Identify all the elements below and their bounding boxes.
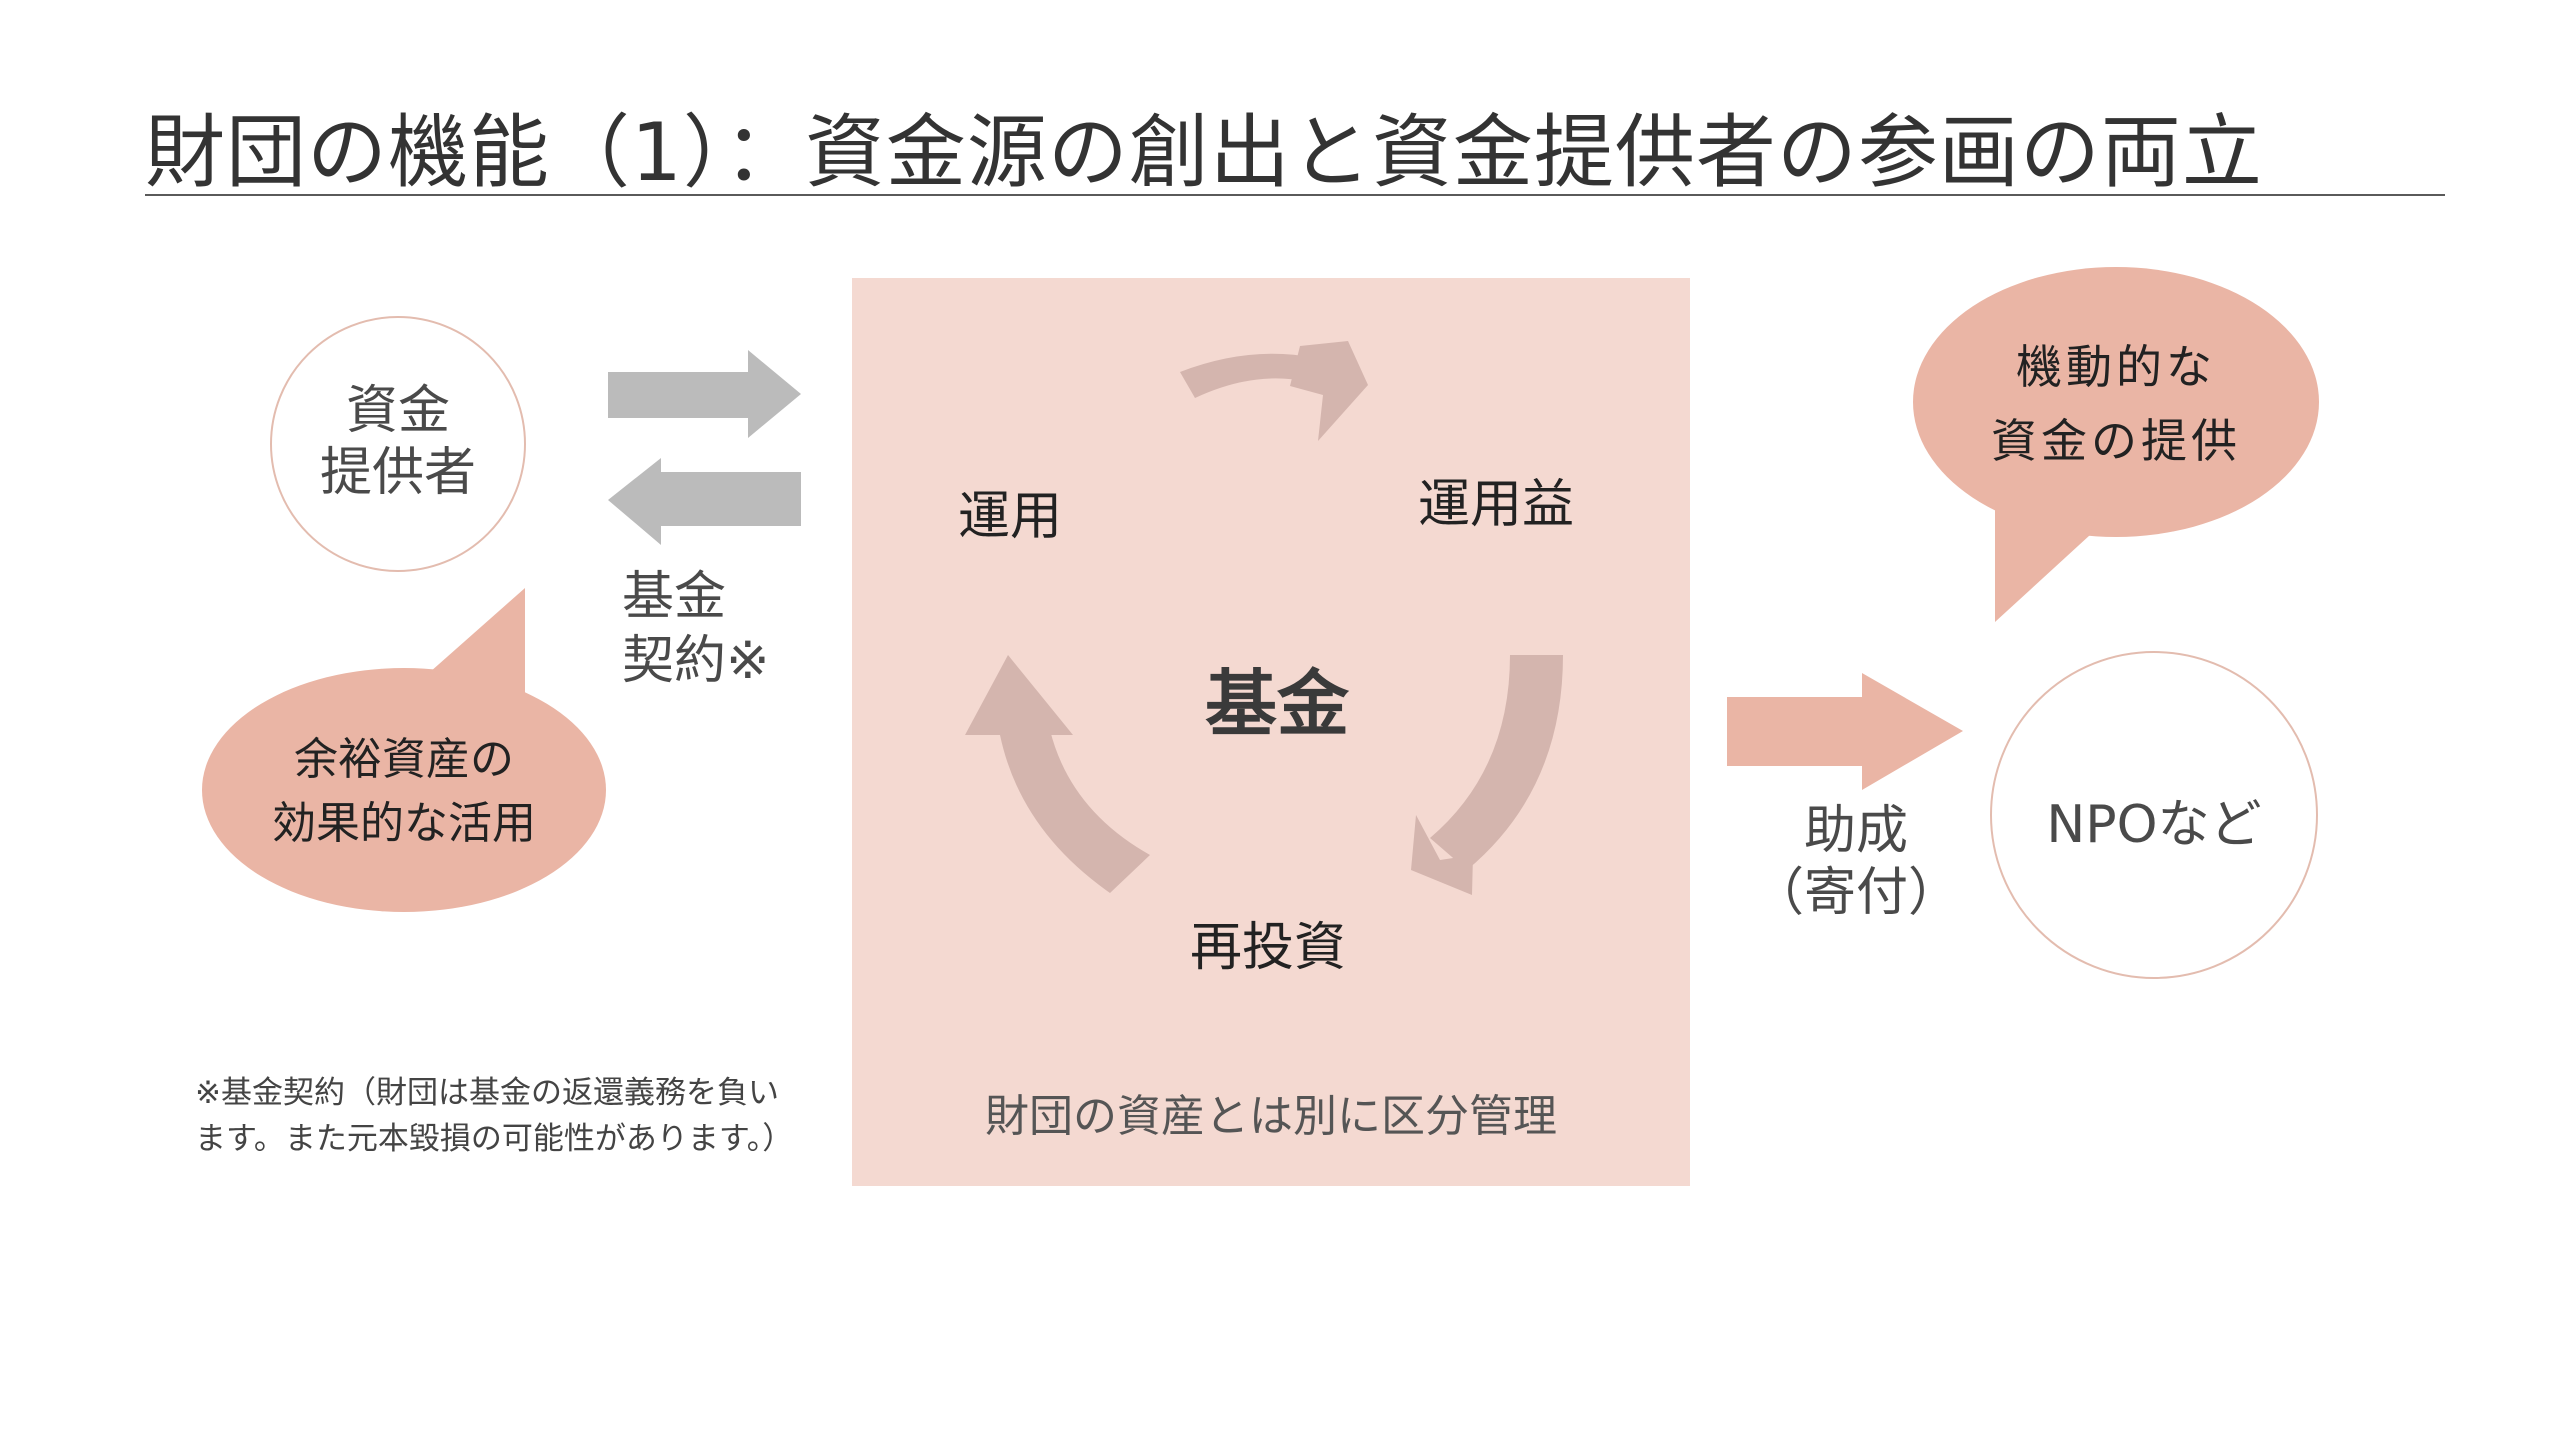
right-speech-bubble xyxy=(1913,267,2319,622)
provider-label-line2: 提供者 xyxy=(319,443,476,503)
cycle-arrow-icon xyxy=(1180,353,1315,398)
contract-label: 基金 契約※ xyxy=(622,565,770,693)
footnote: ※基金契約（財団は基金の返還義務を負い ます。また元本毀損の可能性があります。） xyxy=(195,1070,793,1162)
left-speech-bubble xyxy=(202,588,606,912)
left-bubble-line2: 効果的な活用 xyxy=(272,798,536,849)
grant-arrow-icon xyxy=(1727,673,1963,790)
right-bubble-line2: 資金の提供 xyxy=(1991,414,2241,468)
provider-label: 資金 提供者 xyxy=(271,380,525,504)
title-underline xyxy=(145,194,2445,196)
provider-label-line1: 資金 xyxy=(345,381,450,441)
arrow-left-icon xyxy=(608,458,801,545)
cycle-arrow-icon xyxy=(1430,655,1563,870)
cycle-arrows xyxy=(965,341,1563,895)
cycle-arrow-icon xyxy=(1290,341,1368,441)
left-bubble-line1: 余裕資産の xyxy=(294,734,514,785)
grant-label: 助成 （寄付） xyxy=(1752,800,1960,924)
cycle-step-reinvest: 再投資 xyxy=(1190,918,1347,978)
footnote-line2: ます。また元本毀損の可能性があります。） xyxy=(195,1121,794,1157)
footnote-line1: ※基金契約（財団は基金の返還義務を負い xyxy=(195,1075,779,1111)
npo-circle xyxy=(1990,651,2318,979)
fund-box-note: 財団の資産とは別に区分管理 xyxy=(985,1091,1557,1142)
contract-label-line2: 契約※ xyxy=(622,631,770,691)
npo-label: NPOなど xyxy=(2046,795,2262,855)
right-bubble-text: 機動的な 資金の提供 xyxy=(1930,330,2302,478)
arrow-right-icon xyxy=(608,350,801,438)
cycle-step-return: 運用益 xyxy=(1418,475,1575,535)
grant-label-line2: （寄付） xyxy=(1752,863,1961,923)
fund-center-label: 基金 xyxy=(1204,662,1349,746)
contract-label-line1: 基金 xyxy=(622,567,727,627)
slide-title: 財団の機能（1）：資金源の創出と資金提供者の参画の両立 xyxy=(145,106,2263,199)
left-bubble-text: 余裕資産の 効果的な活用 xyxy=(222,728,586,856)
cycle-arrow-icon xyxy=(965,655,1073,735)
cycle-arrow-icon xyxy=(1000,730,1150,893)
right-bubble-line1: 機動的な xyxy=(2016,340,2216,394)
provider-circle xyxy=(270,316,526,572)
cycle-step-invest: 運用 xyxy=(958,487,1063,547)
grant-label-line1: 助成 xyxy=(1804,801,1909,861)
cycle-arrow-icon xyxy=(1411,815,1473,895)
